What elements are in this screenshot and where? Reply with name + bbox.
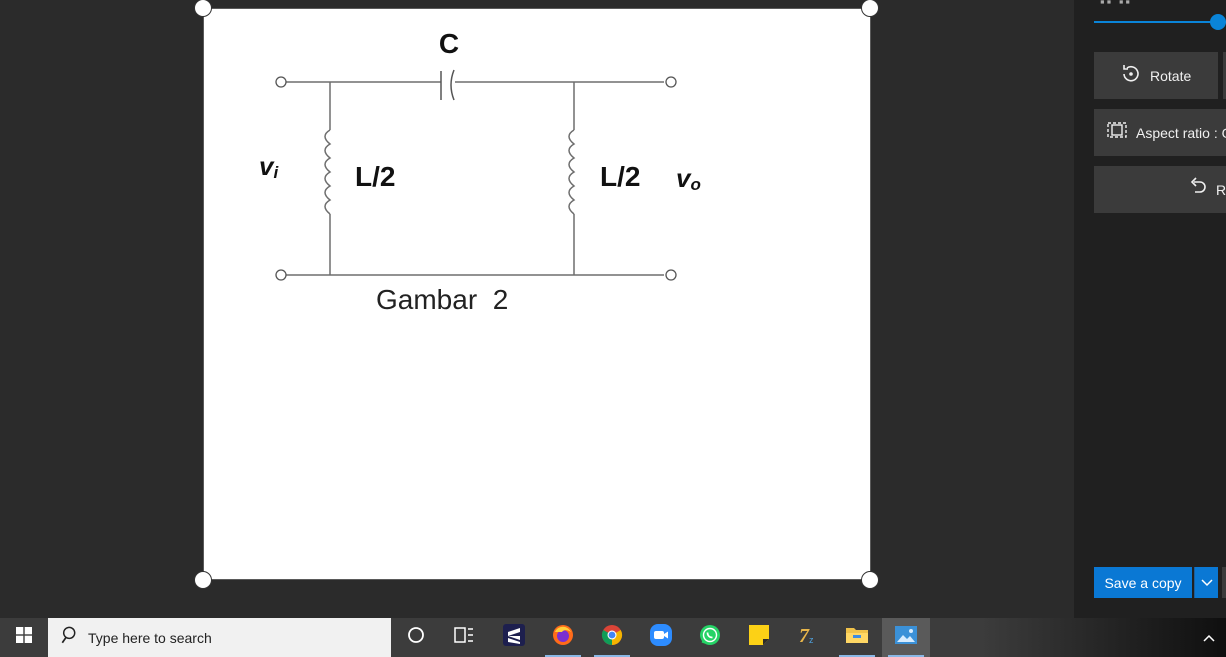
taskbar-sublime[interactable] <box>490 618 538 657</box>
show-hidden-icons-button[interactable] <box>1196 618 1222 657</box>
edit-side-panel: ▪▪ ▪▪ Rotate Aspect ratio : O Re Save a … <box>1074 0 1226 618</box>
sublime-icon <box>502 623 526 652</box>
input-voltage-subscript: i <box>273 163 279 182</box>
save-a-copy-label: Save a copy <box>1104 574 1182 591</box>
image-editor-area: C vi L/2 L/2 vo Gambar 2 <box>194 0 879 589</box>
right-inductor-label: L/2 <box>600 161 640 192</box>
output-voltage-label: v <box>676 163 692 193</box>
taskbar-photos[interactable] <box>882 618 930 657</box>
undo-icon <box>1186 176 1208 203</box>
cancel-button[interactable] <box>1222 567 1226 598</box>
straighten-slider-thumb[interactable] <box>1210 14 1226 30</box>
panel-top-label: ▪▪ ▪▪ <box>1100 0 1133 9</box>
chevron-down-icon <box>1200 574 1213 592</box>
input-voltage-label: v <box>259 151 275 181</box>
photos-icon <box>894 625 918 650</box>
image-canvas[interactable]: C vi L/2 L/2 vo Gambar 2 <box>203 8 871 580</box>
zoom-icon <box>649 623 673 652</box>
taskbar-task-view[interactable] <box>440 618 488 657</box>
svg-text:vi: vi <box>259 151 279 182</box>
save-a-copy-button[interactable]: Save a copy <box>1094 567 1192 598</box>
taskbar-zoom[interactable] <box>637 618 685 657</box>
crop-handle-bottom-right[interactable] <box>861 571 879 589</box>
crop-handle-top-right[interactable] <box>861 0 879 17</box>
svg-text:vo: vo <box>676 163 701 194</box>
crop-handle-bottom-left[interactable] <box>194 571 212 589</box>
output-voltage-subscript: o <box>690 175 700 194</box>
circuit-diagram: C vi L/2 L/2 vo Gambar 2 <box>259 28 701 315</box>
svg-text:z: z <box>809 635 814 645</box>
straighten-slider-track[interactable] <box>1094 21 1226 23</box>
aspect-ratio-label: Aspect ratio : O <box>1136 124 1226 141</box>
flip-button[interactable] <box>1223 52 1226 99</box>
start-button[interactable] <box>0 618 48 657</box>
taskbar-sticky-notes[interactable] <box>735 618 783 657</box>
chevron-up-icon <box>1203 630 1215 645</box>
reset-button[interactable]: Re <box>1094 166 1226 213</box>
windows-icon <box>16 627 32 648</box>
reset-label: Re <box>1216 181 1226 198</box>
aspect-ratio-button[interactable]: Aspect ratio : O <box>1094 109 1226 156</box>
taskbar-cortana[interactable] <box>392 618 440 657</box>
taskbar-file-explorer[interactable] <box>833 618 881 657</box>
chrome-icon <box>600 623 624 652</box>
figure-caption: Gambar 2 <box>376 284 508 315</box>
rotate-button[interactable]: Rotate <box>1094 52 1218 99</box>
task-view-icon <box>454 626 474 649</box>
svg-text:7: 7 <box>799 625 810 647</box>
whatsapp-icon <box>698 623 722 652</box>
taskbar-whatsapp[interactable] <box>686 618 734 657</box>
rotate-icon <box>1120 62 1142 89</box>
search-icon <box>58 625 80 651</box>
taskbar-search-box[interactable]: Type here to search <box>48 618 391 657</box>
folder-icon <box>845 625 869 650</box>
taskbar-chrome[interactable] <box>588 618 636 657</box>
crop-handle-top-left[interactable] <box>194 0 212 17</box>
taskbar-firefox[interactable] <box>539 618 587 657</box>
rotate-label: Rotate <box>1150 67 1192 84</box>
firefox-icon <box>551 623 575 652</box>
search-placeholder: Type here to search <box>88 629 212 646</box>
aspect-ratio-icon <box>1106 121 1128 144</box>
save-options-button[interactable] <box>1194 567 1218 598</box>
left-inductor-label: L/2 <box>355 161 395 192</box>
capacitor-label: C <box>439 28 459 59</box>
sticky-notes-icon <box>748 624 770 651</box>
cortana-icon <box>407 626 425 649</box>
